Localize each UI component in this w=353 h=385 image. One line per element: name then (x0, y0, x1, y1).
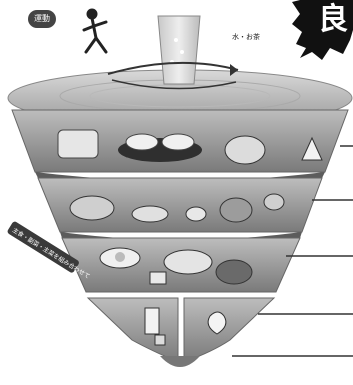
exercise-tag: 運動 (28, 10, 56, 28)
meat-dish-icon (216, 260, 252, 284)
layer-milk (88, 298, 178, 362)
runner-icon (84, 10, 106, 52)
vegetable-dish-icon (132, 206, 168, 222)
fish-dish-icon (164, 250, 212, 274)
top-tip (160, 356, 200, 367)
milk-carton-icon (145, 308, 159, 334)
water-tea-label: 水・お茶 (232, 32, 260, 42)
burst-heading: 良 (318, 0, 348, 38)
salad-icon (70, 196, 114, 220)
noodle-bowl-icon (225, 136, 265, 164)
soup-bowl-icon (220, 198, 252, 222)
layer-fruit (184, 298, 274, 362)
tofu-icon (150, 272, 166, 284)
bread-icon (58, 130, 98, 158)
water-tea-cup-icon (158, 16, 200, 84)
